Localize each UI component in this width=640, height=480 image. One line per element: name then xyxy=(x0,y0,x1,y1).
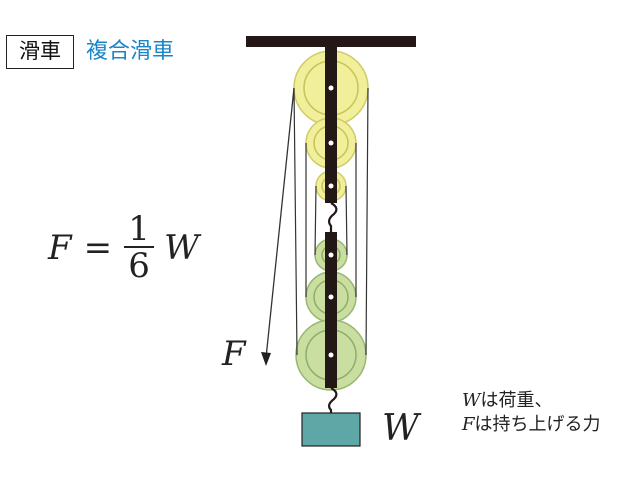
diagram-title: 複合滑車 xyxy=(86,39,175,64)
note-force-text: は持ち上げる力 xyxy=(474,414,601,435)
note-line-1: Wは荷重、 xyxy=(462,389,553,413)
upper-hook xyxy=(327,202,338,232)
topic-tag: 滑車 xyxy=(6,35,74,69)
formula-weight: W xyxy=(164,228,200,268)
formula-fraction: 1 6 xyxy=(124,209,155,286)
pull-arrow-icon xyxy=(261,352,271,366)
ropes xyxy=(293,87,369,356)
upper-frame xyxy=(325,45,337,203)
pulley-axles xyxy=(328,85,334,358)
note-line-2: Fは持ち上げる力 xyxy=(462,413,601,437)
note-force-var: F xyxy=(462,414,475,435)
fraction-bar xyxy=(124,246,155,248)
lower-hook xyxy=(327,387,338,413)
weight-label: W xyxy=(382,408,420,449)
formula-force: F xyxy=(48,228,72,268)
pull-rope xyxy=(265,87,295,359)
note-weight-var: W xyxy=(462,390,481,411)
force-label: F xyxy=(222,334,246,374)
note-weight-text: は荷重、 xyxy=(480,390,553,411)
weight-box xyxy=(301,412,361,447)
fraction-numerator: 1 xyxy=(128,209,150,249)
lower-frame xyxy=(325,232,337,388)
fraction-denominator: 6 xyxy=(128,246,150,286)
formula: F = 1 6 W xyxy=(48,212,199,284)
formula-equals: = xyxy=(83,228,113,268)
ceiling-beam xyxy=(246,36,416,47)
